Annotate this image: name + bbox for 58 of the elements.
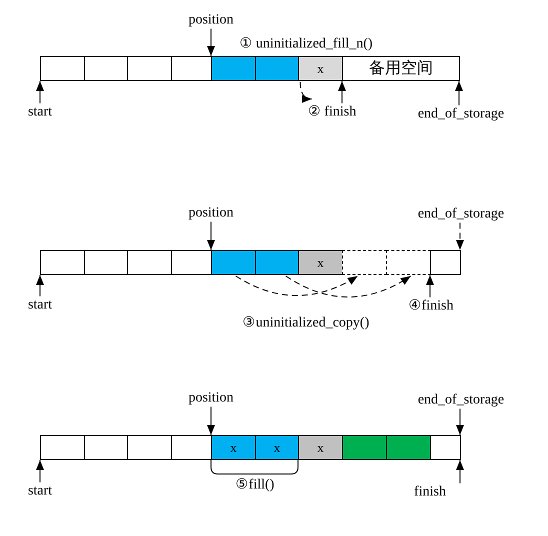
array-cell	[127, 56, 172, 81]
move-arrow	[235, 276, 358, 296]
array-cell	[255, 56, 299, 81]
pointer-arrow	[456, 222, 464, 250]
array-cell	[84, 56, 128, 81]
pointer-label: position	[188, 12, 234, 28]
pointer-label: start	[28, 483, 52, 499]
array-cell	[255, 250, 299, 275]
pointer-arrow	[456, 460, 464, 484]
pointer-arrow	[207, 28, 215, 56]
array-cell	[127, 250, 172, 275]
pointer-label: ② finish	[308, 104, 356, 120]
array-cell	[171, 250, 212, 275]
pointer-arrow	[207, 221, 215, 250]
function-label: ⑤fill()	[236, 477, 274, 493]
move-arrow	[300, 82, 312, 102]
array-cell	[430, 250, 461, 275]
pointer-label: end_of_storage	[418, 392, 504, 408]
array-cell: x	[298, 435, 343, 460]
pointer-label: finish	[414, 484, 446, 500]
array-cell: x	[211, 435, 256, 460]
array-cell	[342, 250, 387, 275]
array-cell	[84, 435, 128, 460]
move-arrow	[285, 276, 412, 298]
array-cell	[40, 435, 85, 460]
pointer-arrow	[36, 80, 44, 104]
function-label: ③uninitialized_copy()	[242, 315, 370, 331]
pointer-label: end_of_storage	[418, 106, 504, 122]
pointer-label: end_of_storage	[418, 206, 504, 222]
array-cell	[342, 435, 387, 460]
pointer-arrow	[426, 274, 434, 298]
pointer-arrow	[36, 274, 44, 297]
pointer-label: position	[188, 205, 234, 221]
array-cell	[84, 250, 128, 275]
array-cell	[40, 56, 85, 81]
array-cell	[171, 56, 212, 81]
array-cell: x	[298, 56, 343, 81]
pointer-label: start	[28, 104, 52, 120]
pointer-label: start	[28, 297, 52, 313]
array-cell	[40, 250, 85, 275]
array-cell: x	[255, 435, 299, 460]
pointer-arrow	[338, 80, 346, 104]
array-cell	[386, 250, 431, 275]
array-cell: x	[298, 250, 343, 275]
pointer-label: position	[188, 390, 234, 406]
pointer-arrow	[455, 80, 463, 106]
function-label: ① uninitialized_fill_n()	[239, 36, 373, 52]
array-cell	[386, 435, 431, 460]
array-cell	[127, 435, 172, 460]
array-cell	[211, 56, 256, 81]
array-cell: 备用空间	[342, 56, 460, 81]
pointer-arrow	[456, 408, 464, 436]
array-cell	[211, 250, 256, 275]
array-cell	[430, 435, 461, 460]
pointer-arrow	[207, 406, 215, 436]
pointer-label: ④finish	[408, 298, 454, 314]
pointer-arrow	[36, 460, 44, 483]
array-cell	[171, 435, 212, 460]
